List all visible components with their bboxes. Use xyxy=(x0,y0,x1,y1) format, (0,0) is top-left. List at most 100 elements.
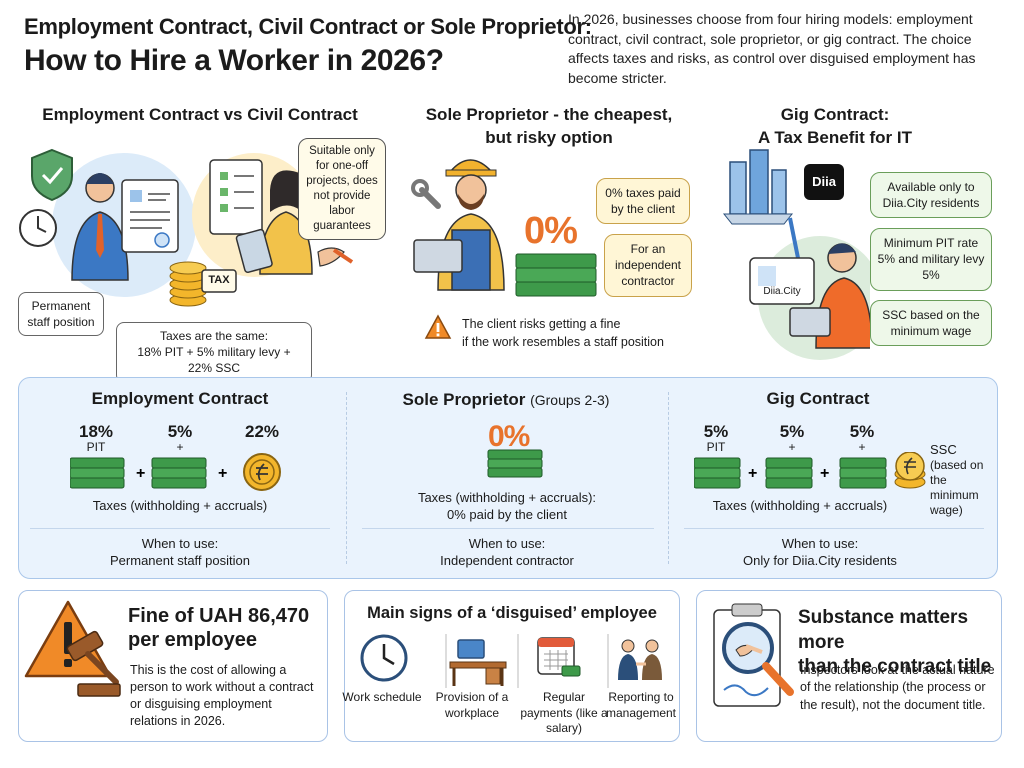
employment-rate-pit: 18% PIT xyxy=(66,422,126,454)
substance-title-line2: than the contract title xyxy=(798,656,992,678)
gig-rate-third-label: + xyxy=(858,440,866,454)
hryvnia-coin-icon xyxy=(243,453,281,491)
sole-taxes-line1: Taxes (withholding + accruals): xyxy=(417,490,597,505)
money-stack-icon xyxy=(70,457,125,489)
woman-figure xyxy=(235,170,313,275)
clock-icon xyxy=(19,209,57,247)
gig-rate-pit-label: PIT xyxy=(706,440,726,454)
gig-when-value: Only for Diia.City residents xyxy=(743,552,897,568)
sole-proprietor-illustration xyxy=(411,159,597,297)
gig-when: When to use: Only for Diia.City resident… xyxy=(680,536,960,570)
substance-title: Substance matters more than the contract… xyxy=(798,606,998,680)
taxes-same-line2: 18% PIT + 5% military levy + 22% SSC xyxy=(137,345,291,376)
calendar-icon xyxy=(537,637,581,677)
sign-label-reporting: Reporting to management xyxy=(605,690,677,720)
sign-label-workplace: Provision of a workplace xyxy=(435,690,509,720)
civil-contract-bubble: Suitable only for one-off projects, does… xyxy=(298,138,386,240)
shield-icon xyxy=(31,148,73,202)
section-sole-proprietor-heading: Sole Proprietor - the cheapest, but risk… xyxy=(404,104,694,150)
plus-sign: + xyxy=(748,465,757,482)
sole-heading-line1: Sole Proprietor - the cheapest, xyxy=(425,105,673,124)
taxes-same-line1: Taxes are the same: xyxy=(159,329,269,343)
client-risk-note: The client risks getting a fine if the w… xyxy=(462,316,664,351)
coin-stack-icon xyxy=(169,261,207,307)
sole-zero-percent: 0% xyxy=(488,420,530,453)
tax-tag-icon xyxy=(201,269,237,293)
sole-taxes-line2: 0% paid by the client xyxy=(447,506,567,522)
employment-illustration xyxy=(19,148,354,307)
section-gig-heading: Gig Contract: A Tax Benefit for IT xyxy=(740,104,930,150)
gig-pit-rate-box: Minimum PIT rate 5% and military levy 5% xyxy=(870,228,992,291)
sole-row-divider xyxy=(362,528,654,529)
man-figure xyxy=(71,173,129,281)
id-badge-icon xyxy=(749,217,815,305)
intro-text: In 2026, businesses choose from four hir… xyxy=(568,11,976,86)
gig-rate-military-label: + xyxy=(788,440,796,454)
money-stack-icon xyxy=(839,457,887,489)
tax-tag-label: TAX xyxy=(208,274,230,286)
gig-ssc-note: SSC (based on the minimum wage) xyxy=(930,442,994,518)
employment-rate-military-label: + xyxy=(176,440,184,454)
reporting-to-boss-icon xyxy=(618,639,662,680)
employment-rate-pit-label: PIT xyxy=(86,440,106,454)
employment-taxes-text: Taxes (withholding + accruals) xyxy=(92,498,268,513)
gavel-icon xyxy=(66,630,121,697)
substance-text: Inspectors look at the actual nature of … xyxy=(800,663,995,712)
zero-percent-large: 0% xyxy=(524,210,578,252)
gig-rate-pit-value: 5% xyxy=(703,422,729,441)
gig-rate-military: 5% + xyxy=(762,422,822,454)
gig-ssc-box: SSC based on the minimum wage xyxy=(870,300,992,347)
employment-money-row: + + xyxy=(70,453,281,491)
panel-divider-2 xyxy=(668,392,669,564)
gig-when-label: When to use: xyxy=(781,536,859,551)
employment-column-heading: Employment Contract xyxy=(91,389,269,408)
employment-rate-ssc: 22% xyxy=(232,422,292,442)
sole-column-heading: Sole Proprietor (Groups 2-3) xyxy=(356,390,656,410)
plus-sign: + xyxy=(820,465,829,482)
money-stack-icon xyxy=(151,457,207,489)
sole-heading-line2: but risky option xyxy=(485,127,613,147)
permanent-position-box: Permanent staff position xyxy=(18,292,104,337)
money-stack-icon xyxy=(694,457,741,489)
gig-column-heading: Gig Contract xyxy=(766,389,870,408)
fine-text: This is the cost of allowing a person to… xyxy=(130,663,314,728)
plus-sign: + xyxy=(218,465,227,482)
gig-heading-line1: Gig Contract: xyxy=(780,105,890,124)
plus-sign: + xyxy=(136,465,145,482)
employment-when: When to use: Permanent staff position xyxy=(40,536,320,570)
employment-rate-military-value: 5% xyxy=(167,422,193,441)
gig-illustration xyxy=(722,149,870,360)
developer-figure xyxy=(789,243,870,349)
page-title-line2: How to Hire a Worker in 2026? xyxy=(24,44,444,77)
gig-rate-third-value: 5% xyxy=(849,422,875,441)
sole-column-heading-suffix: (Groups 2-3) xyxy=(530,392,610,408)
workplace-desk-icon xyxy=(449,639,507,686)
checklist-icon xyxy=(209,159,263,235)
magnifier-handshake-icon xyxy=(722,622,794,696)
fine-title-line2: per employee xyxy=(128,629,257,651)
substance-title-line1: Substance matters more xyxy=(798,607,969,653)
client-risk-line1: The client risks getting a fine xyxy=(462,317,621,331)
hryvnia-coin-stack-icon xyxy=(894,452,926,489)
sole-when: When to use: Independent contractor xyxy=(366,536,648,570)
sole-money-stack xyxy=(487,449,543,478)
worker-figure xyxy=(413,159,505,291)
gig-availability-box: Available only to Diia.City residents xyxy=(870,172,992,219)
diia-logo: Diia xyxy=(804,164,844,200)
gig-row-divider xyxy=(684,528,984,529)
substance-illustration xyxy=(713,603,794,707)
money-stack-icon xyxy=(487,449,543,478)
wrench-icon xyxy=(411,179,441,209)
signs-icons-row xyxy=(360,634,662,688)
money-stack-icon xyxy=(765,457,813,489)
gig-ssc-note-text: (based on the minimum wage) xyxy=(930,458,984,518)
gig-money-row: + + xyxy=(694,452,926,489)
handshake-icon xyxy=(317,247,354,267)
employment-row-divider xyxy=(30,528,330,529)
page-title-line1: Employment Contract, Civil Contract or S… xyxy=(24,14,592,39)
city-buildings-icon xyxy=(722,149,794,225)
gig-heading-line2: A Tax Benefit for IT xyxy=(758,127,912,147)
contract-document-icon xyxy=(121,179,179,253)
gig-taxes-text: Taxes (withholding + accruals) xyxy=(712,498,888,513)
panel-divider-1 xyxy=(346,392,347,564)
